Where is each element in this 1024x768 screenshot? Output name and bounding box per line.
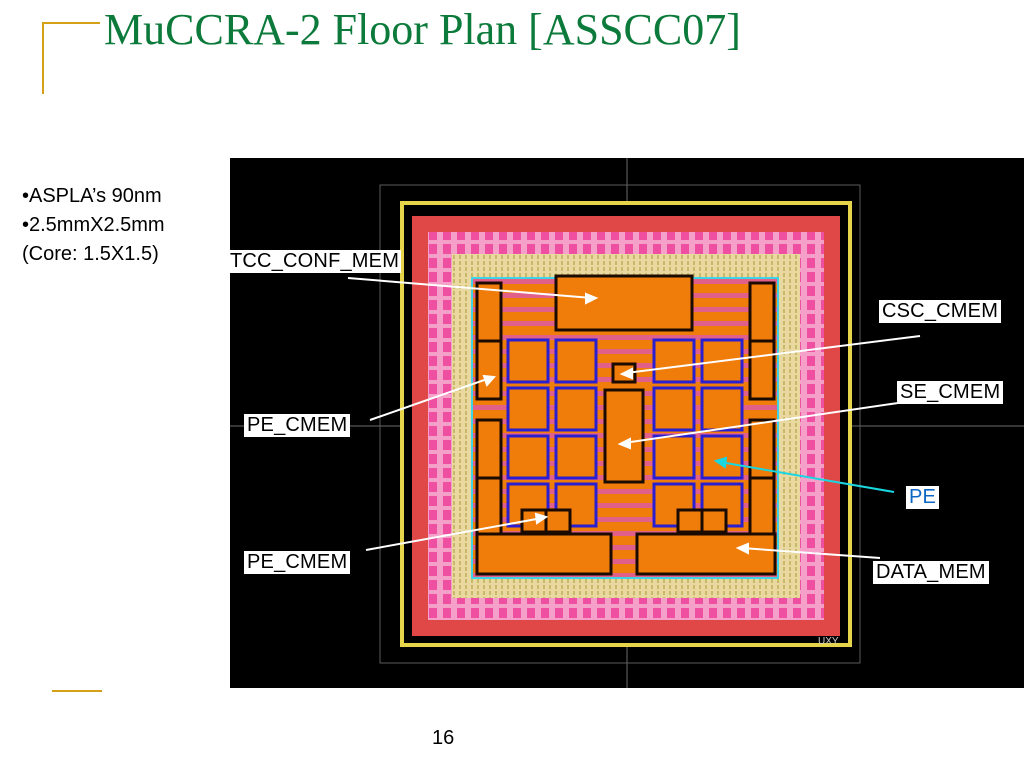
bottom-accent-line <box>52 690 102 692</box>
bullet-list: •ASPLA’s 90nm •2.5mmX2.5mm (Core: 1.5X1.… <box>22 182 165 269</box>
bullet-core-size: (Core: 1.5X1.5) <box>22 243 159 265</box>
die-boundary <box>379 184 861 664</box>
se-cmem-label: SE_CMEM <box>897 381 1004 404</box>
pe-array-right <box>652 338 744 528</box>
floor-plan-image: UXY TCC_CONF_MEM <box>230 158 1024 688</box>
floor-plan-drawing: UXY <box>230 158 1024 688</box>
pe-arrow <box>713 456 895 493</box>
die-marking: UXY <box>818 636 839 647</box>
pe-cmem-block <box>700 508 728 534</box>
pe-cmem-block <box>544 508 572 534</box>
pe-cmem-block <box>475 418 503 480</box>
pe-cmem-lower-label: PE_CMEM <box>244 551 351 574</box>
data-mem-label: DATA_MEM <box>873 561 989 584</box>
pe-cmem-block <box>475 339 503 401</box>
slide-title: MuCCRA-2 Floor Plan [ASSCC07] <box>104 5 741 54</box>
data-mem-block <box>635 532 777 576</box>
pe-array-left <box>506 338 598 528</box>
bullet-process: •ASPLA’s 90nm <box>22 185 162 207</box>
tcc-conf-mem-block <box>554 274 694 332</box>
data-mem-block <box>475 532 613 576</box>
pe-cmem-upper-label: PE_CMEM <box>244 414 351 437</box>
bullet-die-size: •2.5mmX2.5mm <box>22 214 165 236</box>
bond-pads <box>412 216 840 636</box>
pe-cmem-block <box>475 281 503 343</box>
corner-accent-vertical <box>42 22 44 94</box>
pe-cmem-block <box>748 281 776 343</box>
pe-cmem-block <box>676 508 704 534</box>
page-number: 16 <box>432 727 455 749</box>
annotation-arrows <box>347 277 921 559</box>
csc-cmem-label: CSC_CMEM <box>879 300 1002 323</box>
se-cmem-block <box>603 388 645 484</box>
pe-cmem-block <box>748 339 776 401</box>
corner-accent-horizontal <box>42 22 100 24</box>
pe-cmem-block <box>748 476 776 538</box>
pe-label: PE <box>906 486 940 509</box>
tcc-conf-mem-label-text: TCC_CONF_MEM <box>228 250 402 273</box>
